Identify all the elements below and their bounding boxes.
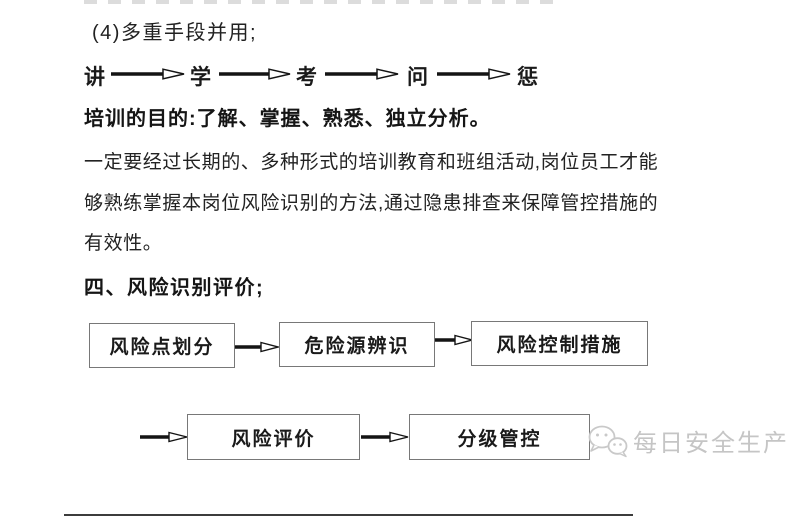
section-heading: 四、风险识别评价; <box>84 277 265 299</box>
arrow-right-icon <box>325 68 399 80</box>
clipped-text-artifact <box>84 0 562 4</box>
arrow-right-icon <box>140 431 188 443</box>
paragraph-line: 一定要经过长期的、多种形式的培训教育和班组活动,岗位员工才能 <box>84 152 659 173</box>
paragraph-line: 有效性。 <box>84 233 163 254</box>
flow-step-5: 惩 <box>517 66 538 89</box>
flow-step-3: 考 <box>296 66 317 89</box>
flow-step-2: 学 <box>190 66 211 89</box>
flowchart-box-risk-evaluate: 风险评价 <box>187 414 360 460</box>
flowchart-box-grade-control: 分级管控 <box>409 414 590 460</box>
flowchart-box-hazard-identify: 危险源辨识 <box>279 322 435 367</box>
watermark-text: 每日安全生产 <box>633 430 788 457</box>
arrow-right-icon <box>437 68 511 80</box>
list-item-line: (4)多重手段并用; <box>92 22 257 44</box>
flowchart-box-risk-point: 风险点划分 <box>89 323 235 368</box>
arrow-right-icon <box>111 68 185 80</box>
bottom-divider <box>64 514 633 516</box>
arrow-right-icon <box>219 68 291 80</box>
arrow-right-icon <box>235 341 280 353</box>
flow-step-4: 问 <box>407 66 428 89</box>
purpose-line: 培训的目的:了解、掌握、熟悉、独立分析。 <box>84 108 491 130</box>
arrow-right-icon <box>361 431 409 443</box>
paragraph-line: 够熟练掌握本岗位风险识别的方法,通过隐患排查来保障管控措施的 <box>84 193 659 214</box>
wechat-icon <box>588 425 628 457</box>
flowchart-box-risk-control: 风险控制措施 <box>471 321 648 366</box>
watermark: 每日安全生产 <box>588 423 788 458</box>
arrow-right-icon <box>435 334 474 346</box>
flow-step-1: 讲 <box>84 66 105 89</box>
